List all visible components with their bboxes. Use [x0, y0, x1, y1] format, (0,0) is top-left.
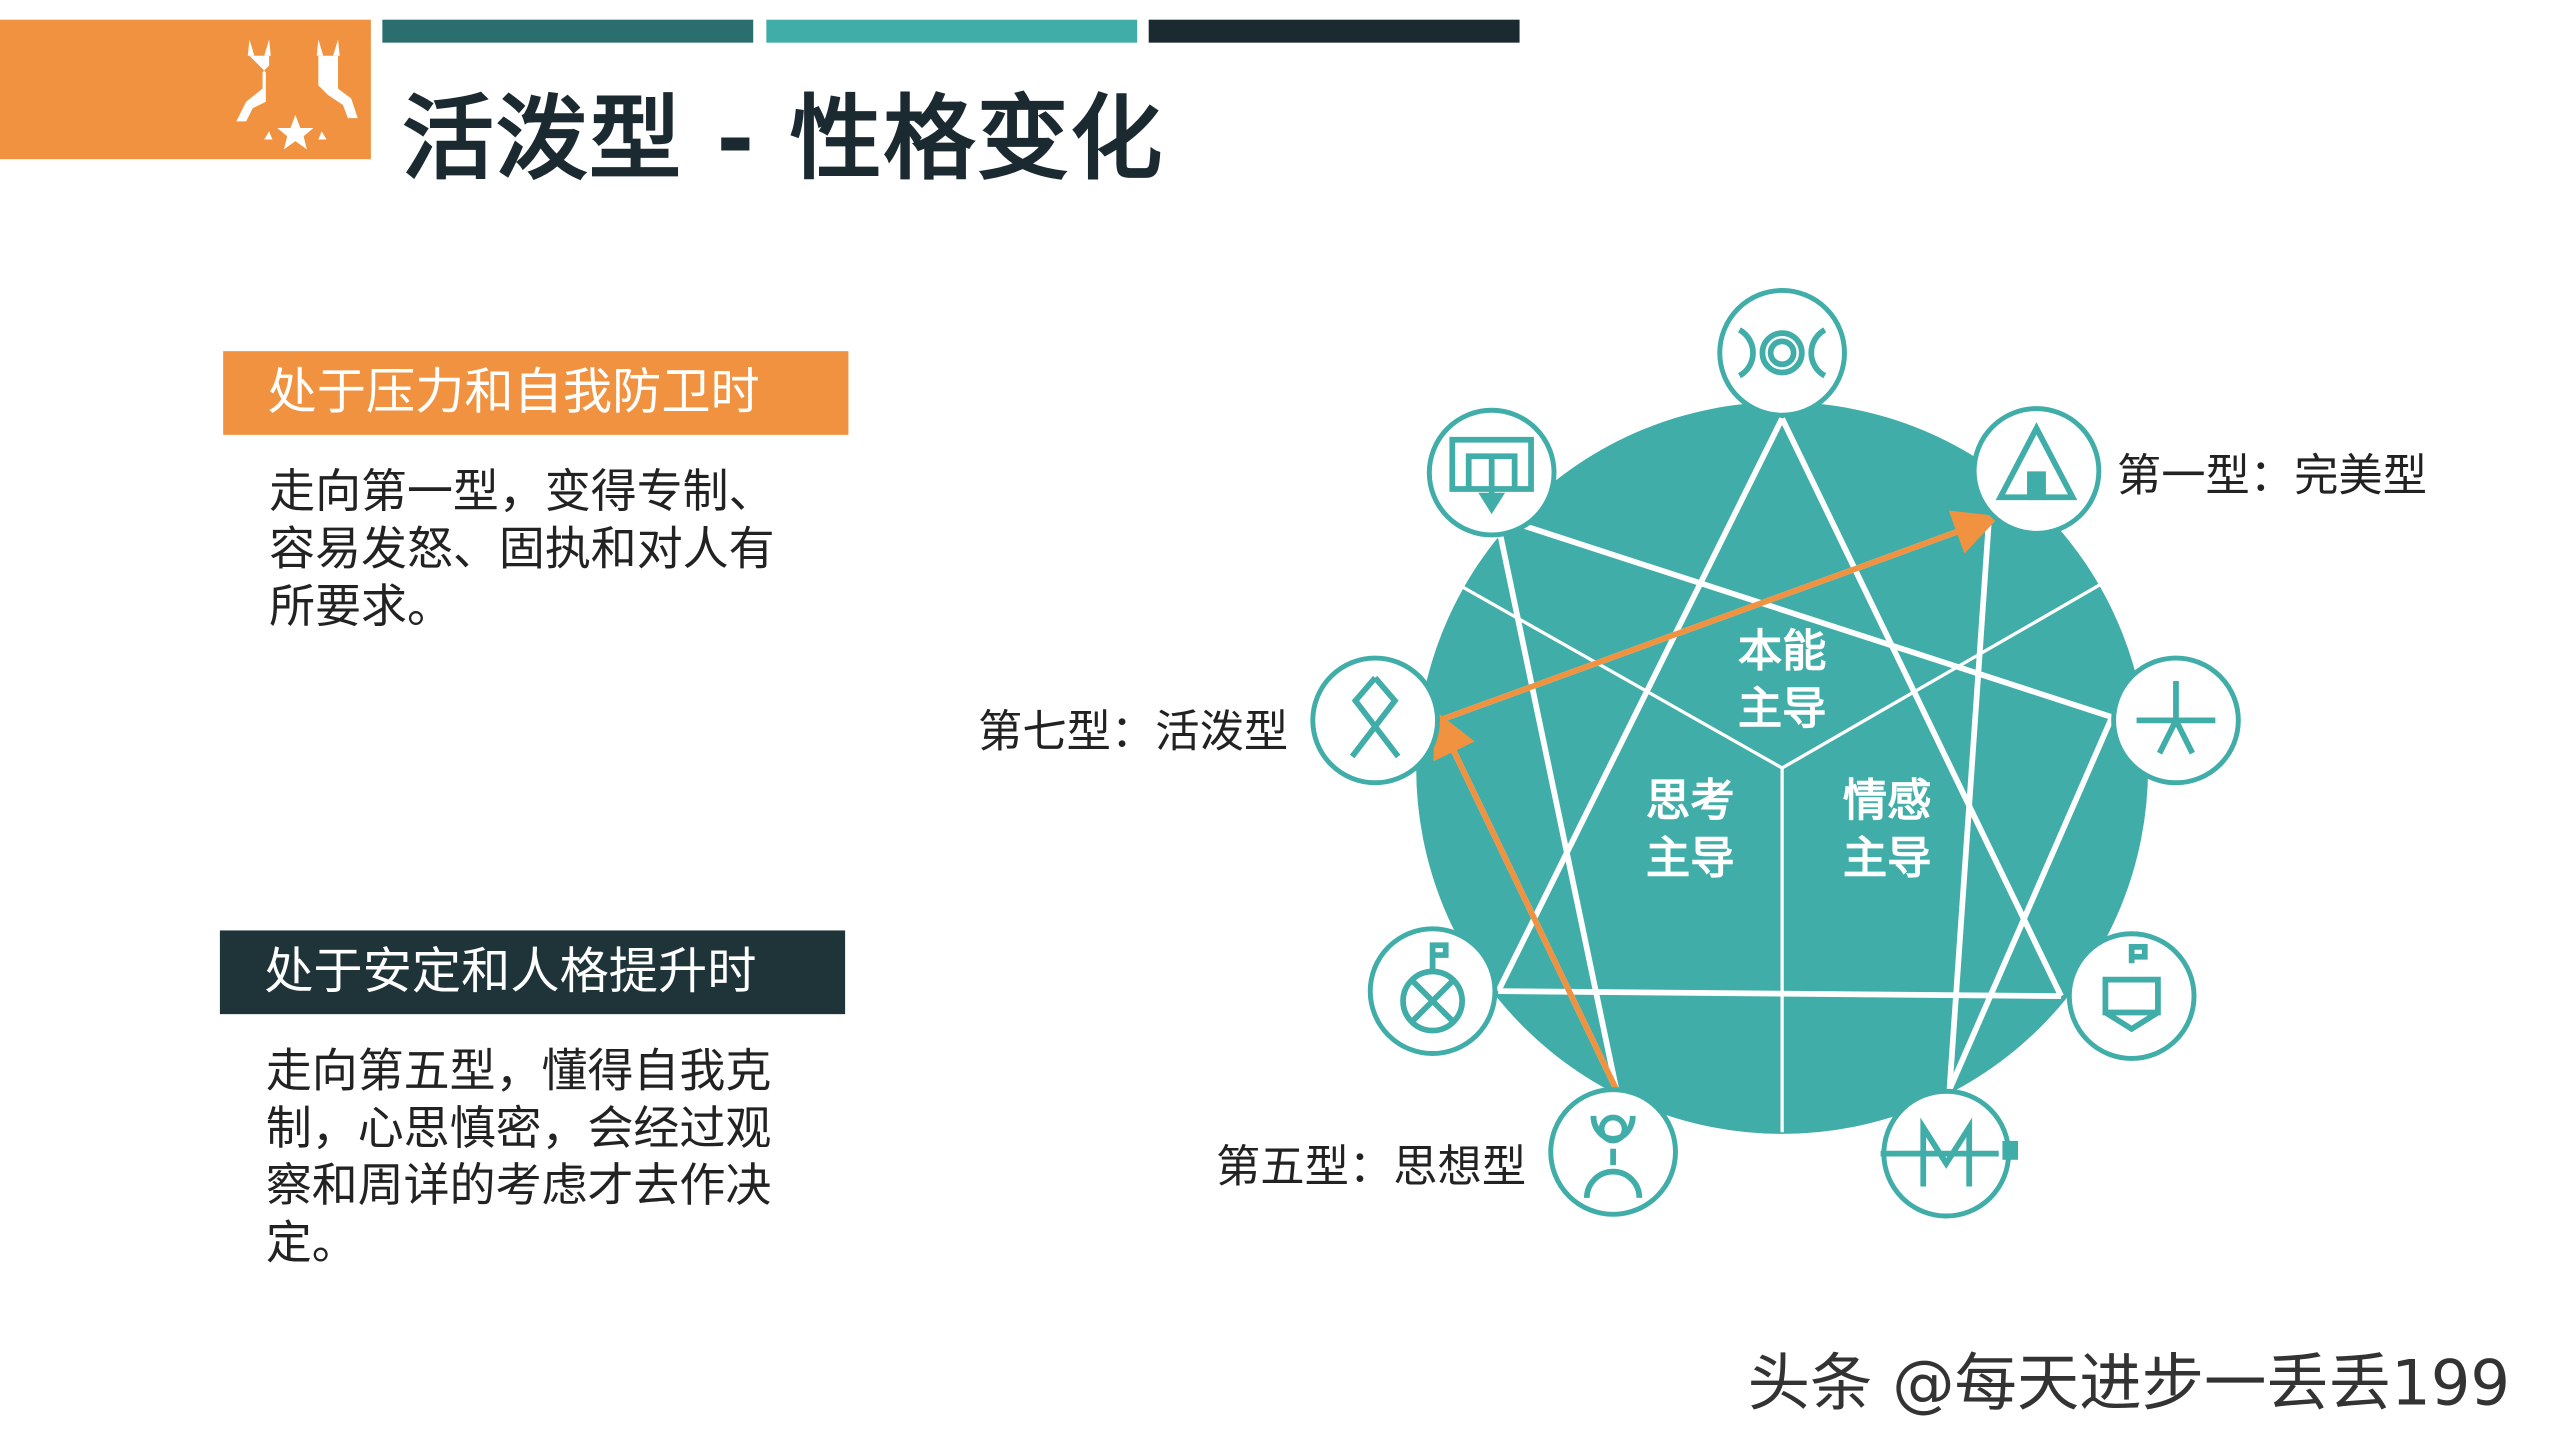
type3-flag-box-icon [2102, 943, 2161, 1033]
type7-ribbon-node [1310, 655, 1440, 786]
twin-deer-stars-logo [236, 39, 358, 150]
connection-line [1493, 516, 1620, 1091]
accent-bar-2 [766, 19, 1138, 43]
text-line: 走向第一型，变得专制、 [269, 464, 775, 519]
type2-cross-icon [2136, 681, 2216, 755]
connection-line [1495, 514, 2113, 720]
connection-line [1495, 417, 1785, 993]
label-type1: 第一型：完美型 [2116, 451, 2428, 503]
center-instinct-1: 本能 [1738, 626, 1827, 677]
connection-line [1946, 715, 2115, 1091]
type8-gate-node [1426, 407, 1557, 538]
connection-line [1779, 417, 2064, 998]
growth-label: 处于安定和人格提升时 [219, 930, 846, 1015]
growth-text: 走向第五型，懂得自我克 制，心思慎密，会经过观 察和周详的考虑才去作决 定。 [266, 1042, 808, 1272]
type9-moon-icon [1737, 327, 1827, 379]
type8-gate-icon [1449, 436, 1534, 515]
divider-line [1459, 584, 1783, 770]
center-thinking-1: 思考 [1646, 776, 1735, 827]
page-title: 活泼型 - 性格变化 [402, 86, 1164, 194]
type5-person-icon [1583, 1114, 1643, 1199]
type1-tent-icon [1995, 422, 2078, 501]
text-line: 容易发怒、固执和对人有 [269, 521, 775, 576]
accent-bar-3 [1148, 19, 1520, 43]
type6-flag-x-node [1367, 926, 1498, 1056]
label-type5: 第五型：思想型 [1215, 1142, 1527, 1194]
type7-ribbon-icon [1349, 675, 1401, 759]
center-feeling-2: 主导 [1843, 833, 1932, 884]
type4-m-node [1880, 1088, 2019, 1219]
connection-line [1498, 988, 2062, 999]
center-instinct-2: 主导 [1738, 684, 1827, 735]
direction-arrow [1438, 510, 2000, 724]
type6-flag-x-icon [1400, 942, 1466, 1034]
type4-m-icon [1880, 1117, 2019, 1187]
direction-arrow [1433, 710, 1619, 1091]
text-line: 察和周详的考虑才去作决 [265, 1158, 772, 1213]
connection-line [1946, 519, 1992, 1090]
label-type7: 第七型：活泼型 [978, 707, 1289, 759]
watermark: 头条 @每天进步一丢丢199 [1747, 1347, 2511, 1420]
stress-label: 处于压力和自我防卫时 [223, 351, 849, 435]
type1-tent-node [1971, 406, 2102, 536]
text-line: 制，心思慎密，会经过观 [265, 1101, 772, 1156]
type3-flag-box-node [2066, 931, 2197, 1061]
text-line: 所要求。 [269, 579, 453, 634]
accent-bar-1 [382, 19, 754, 43]
center-thinking-2: 主导 [1646, 833, 1735, 884]
stress-text: 走向第一型，变得专制、 容易发怒、固执和对人有 所要求。 [269, 463, 811, 635]
type5-person-node [1548, 1087, 1678, 1217]
header-orange-block [0, 19, 371, 160]
text-line: 定。 [265, 1215, 358, 1271]
divider-line [1781, 581, 2105, 770]
text-line: 走向第五型，懂得自我克 [265, 1043, 772, 1098]
type9-moon-node [1717, 287, 1847, 418]
center-feeling-1: 情感 [1843, 776, 1932, 827]
type2-cross-node [2111, 655, 2241, 786]
